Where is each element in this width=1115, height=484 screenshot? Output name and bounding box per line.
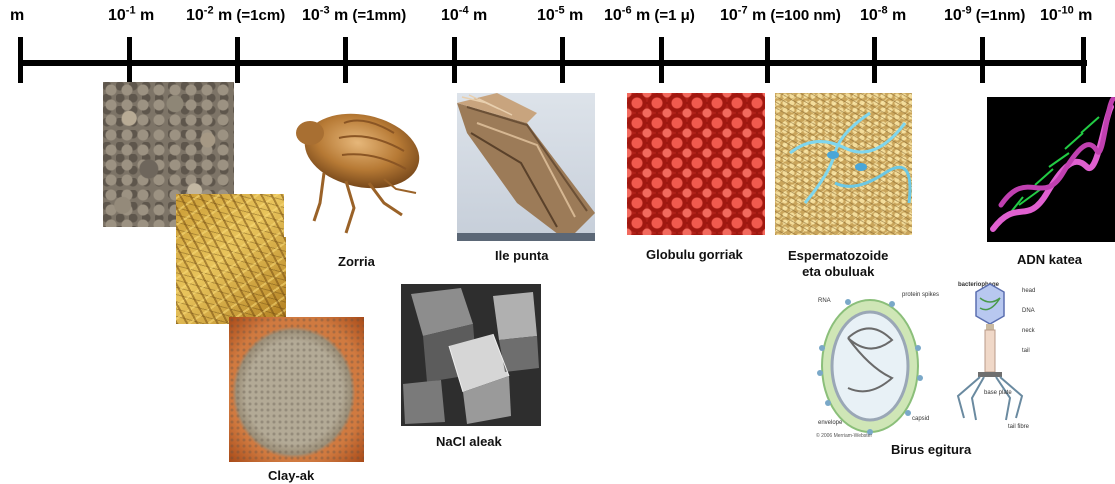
scale-label-1m: m (10, 8, 24, 24)
virus-label-envelope: envelope (818, 420, 843, 426)
virus-label-base-plate: base plate (984, 390, 1012, 396)
nacl-caption: NaCl aleak (436, 434, 502, 450)
scale-label-1e-9: 10-9 (=1nm) (944, 8, 1025, 24)
virus-caption: Birus egitura (891, 442, 971, 458)
scale-label-1e-4: 10-4 m (441, 8, 487, 24)
virus-label-dna: DNA (1022, 308, 1035, 314)
scale-tick-1e-4 (452, 37, 457, 83)
virus-label-tail-fibre: tail fibre (1008, 424, 1030, 430)
red-blood-cells-image (627, 93, 765, 235)
clay-image (229, 317, 364, 462)
nacl-crystals-image (401, 284, 541, 426)
scale-label-1e-1: 10-1 m (108, 8, 154, 24)
scale-tick-1e-8 (872, 37, 877, 83)
scale-label-1e-10: 10-10 m (1040, 8, 1092, 24)
scale-label-1e-3: 10-3 m (=1mm) (302, 8, 406, 24)
virus-label-rna: RNA (818, 298, 831, 304)
straw-image (176, 194, 286, 324)
scale-ruler-line (20, 60, 1087, 66)
red-blood-cells-caption: Globulu gorriak (646, 247, 743, 263)
scale-label-1e-2: 10-2 m (=1cm) (186, 8, 285, 24)
scale-label-1e-7: 10-7 m (=100 nm) (720, 8, 841, 24)
dna-helix-image (987, 97, 1115, 242)
scale-tick-1e-1 (127, 37, 132, 83)
virus-label-neck: neck (1022, 328, 1036, 334)
virus-label-head: head (1022, 288, 1035, 294)
flea-image (284, 93, 431, 237)
virus-label-protein-spikes: protein spikes (902, 292, 939, 298)
scale-label-1e-6: 10-6 m (=1 μ) (604, 8, 695, 24)
scale-tick-1e-7 (765, 37, 770, 83)
scale-tick-1e-6 (659, 37, 664, 83)
flea-caption: Zorria (338, 254, 375, 270)
scale-tick-1e-3 (343, 37, 348, 83)
sperm-egg-caption-line1: Espermatozoide (788, 248, 888, 264)
virus-copyright: © 2006 Merriam-Webster (816, 432, 872, 439)
virus-structure-diagram: RNA protein spikes envelope capsid bacte… (808, 278, 1052, 440)
scale-tick-1e-2 (235, 37, 240, 83)
sperm-egg-image (775, 93, 912, 235)
virus-label-capsid: capsid (912, 416, 929, 422)
hair-tip-image (457, 93, 595, 241)
virus-label-tail: tail (1022, 348, 1030, 354)
scale-label-1e-8: 10-8 m (860, 8, 906, 24)
clay-caption: Clay-ak (268, 468, 314, 484)
scale-label-1e-5: 10-5 m (537, 8, 583, 24)
sperm-egg-caption: Espermatozoide eta obuluak (788, 248, 888, 280)
scale-tick-1e-5 (560, 37, 565, 83)
scale-tick-1m (18, 37, 23, 83)
scale-tick-1e-9 (980, 37, 985, 83)
hair-tip-caption: Ile punta (495, 248, 548, 264)
scale-tick-1e-10 (1081, 37, 1086, 83)
dna-caption: ADN katea (1017, 252, 1082, 268)
